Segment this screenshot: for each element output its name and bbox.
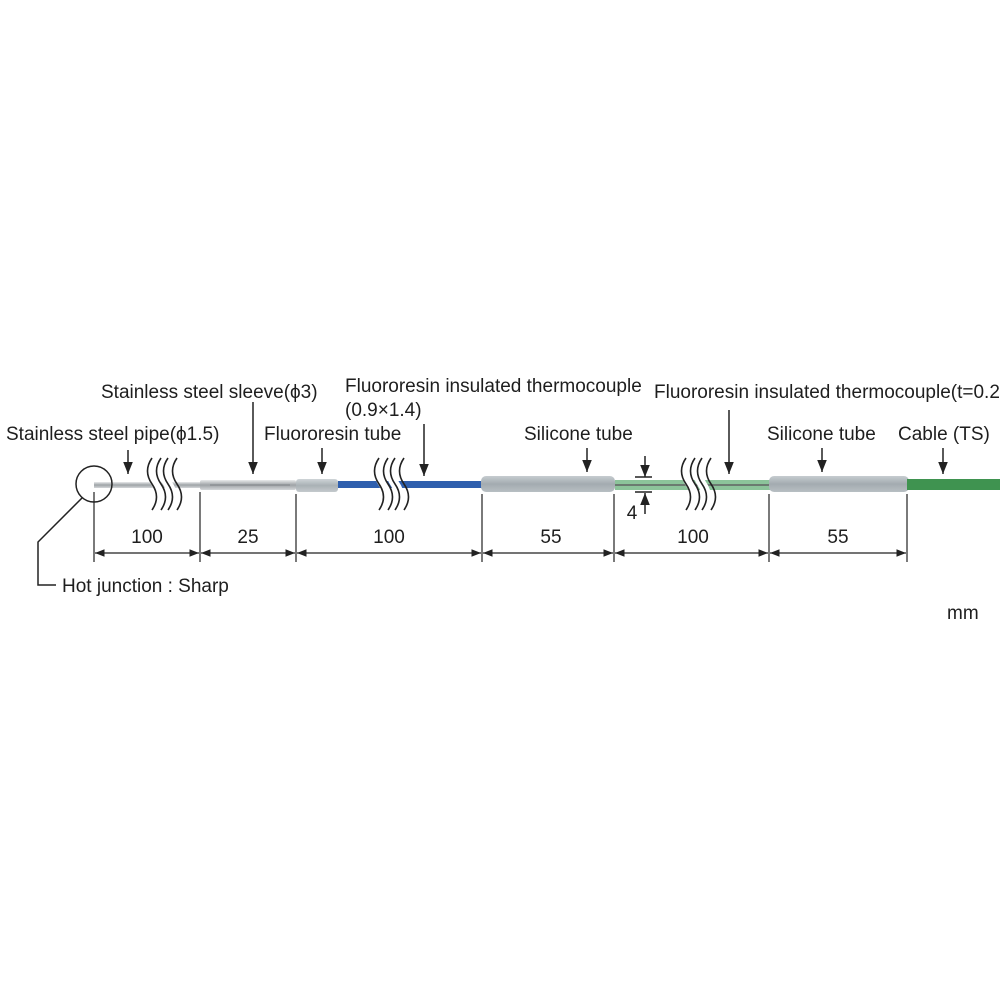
dim-silicone-diameter: 4: [627, 503, 638, 524]
label-fluoro-tube: Fluororesin tube: [264, 424, 401, 445]
label-fluoro-tc-1: Fluororesin insulated thermocouple: [345, 376, 642, 397]
silicone-tube-2: [769, 476, 909, 492]
dim-silicone1-length: 55: [540, 527, 561, 548]
label-unit: mm: [947, 603, 979, 624]
label-fluoro-tc-1-size: (0.9×1.4): [345, 400, 422, 421]
dim-tc1-length: 100: [373, 527, 405, 548]
label-hot-junction: Hot junction : Sharp: [62, 576, 229, 597]
dim-silicone2-length: 55: [827, 527, 848, 548]
label-stainless-pipe: Stainless steel pipe(ϕ1.5): [6, 424, 219, 445]
label-silicone-tube-1: Silicone tube: [524, 424, 633, 445]
cable-ts: [907, 479, 1000, 490]
probe-body: [94, 476, 1000, 492]
break-symbol-2-lines: [373, 457, 410, 511]
dim-sleeve-length: 25: [237, 527, 258, 548]
label-arrows: [123, 402, 948, 476]
dim-pipe-length: 100: [131, 527, 163, 548]
label-cable: Cable (TS): [898, 424, 990, 445]
break-symbol-3-lines: [680, 457, 717, 511]
fluororesin-tube: [296, 479, 338, 492]
extension-lines: [93, 492, 908, 562]
hot-junction-leader: [37, 497, 83, 586]
diameter-marker: [635, 456, 652, 514]
dim-tc2-length: 100: [677, 527, 709, 548]
break-symbol-1-lines: [146, 457, 183, 511]
silicone-tube-1: [481, 476, 615, 492]
label-silicone-tube-2: Silicone tube: [767, 424, 876, 445]
label-stainless-sleeve: Stainless steel sleeve(ϕ3): [101, 382, 318, 403]
label-fluoro-tc-2: Fluororesin insulated thermocouple(t=0.2…: [654, 382, 1000, 403]
blue-thermocouple: [338, 481, 483, 488]
stainless-pipe: [94, 482, 200, 488]
